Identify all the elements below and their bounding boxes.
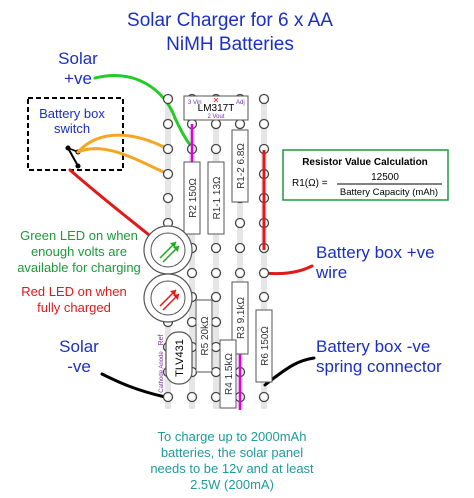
orange-wire-2 [76,147,170,176]
reg-pin-vout: 2 Vout [207,114,224,120]
svg-text:Ref: Ref [158,335,165,346]
orange-wire-1 [76,133,170,154]
switch-symbol [65,145,81,169]
solar-pos-label-2: +ve [64,69,92,88]
formula-lhs: R1(Ω) = [292,178,328,189]
reg-pin-vin: 3 Vin [188,100,202,106]
black-wire-solar-neg [100,372,167,399]
svg-text:R2 150Ω: R2 150Ω [188,178,199,218]
tlv431: TLV431 Ref Cathode Anode [158,331,193,393]
battery-pos-label-2: wire [315,263,347,282]
note-line-3: needs to be 12v and at least [150,461,314,476]
green-led-label-2: enough volts are [31,244,127,259]
svg-text:R4 1.5kΩ: R4 1.5kΩ [224,353,235,395]
battery-pos-label-1: Battery box +ve [316,243,435,262]
green-wire [93,74,193,148]
resistor-r1-2: R1-2 6.8Ω [231,129,249,203]
svg-text:R3 9.1kΩ: R3 9.1kΩ [236,297,247,339]
svg-text:TLV431: TLV431 [174,339,186,377]
resistor-r1-1: R1-1 13Ω [207,161,225,235]
green-led [143,225,193,275]
solar-pos-label-1: Solar [58,49,98,68]
formula-title: Resistor Value Calculation [302,157,428,168]
formula-box: Resistor Value Calculation R1(Ω) = 12500… [282,149,449,201]
green-led-label-1: Green LED on when [20,228,138,243]
resistor-r3: R3 9.1kΩ [231,281,249,355]
battery-switch-label-1: Battery box [39,106,105,121]
reg-pin-adj: Adj [236,100,245,106]
formula-denominator: Battery Capacity (mAh) [340,187,438,198]
red-led [143,273,193,323]
red-led-label-2: fully charged [37,300,111,315]
battery-neg-label-2: spring connector [316,357,442,376]
battery-switch-label-2: switch [54,121,90,136]
battery-neg-label-1: Battery box -ve [316,337,430,356]
title-line-1: Solar Charger for 6 x AA [127,10,333,31]
red-led-label-1: Red LED on when [21,284,127,299]
title-line-2: NiMH Batteries [166,34,294,55]
svg-text:R1-1 13Ω: R1-1 13Ω [212,176,223,220]
reg-cross: ✕ [213,96,220,105]
svg-text:Cathode Anode: Cathode Anode [159,351,165,393]
svg-text:R6 150Ω: R6 150Ω [260,326,271,366]
formula-numerator: 12500 [371,172,399,183]
note-line-4: 2.5W (200mA) [190,477,274,492]
note-line-1: To charge up to 2000mAh [158,429,307,444]
note-line-2: batteries, the solar panel [161,445,303,460]
solar-neg-label-1: Solar [59,337,99,356]
svg-text:R5 20kΩ: R5 20kΩ [200,316,211,356]
reg-label: LM317T [198,103,235,114]
resistor-r5: R5 20kΩ [195,299,213,373]
svg-text:R1-2 6.8Ω: R1-2 6.8Ω [236,143,247,189]
resistor-r2: R2 150Ω [183,161,201,235]
green-led-label-3: available for charging [17,260,141,275]
resistor-r6: R6 150Ω [255,309,273,383]
resistor-r4: R4 1.5kΩ [219,339,237,409]
regulator-lm317t: 3 Vin Adj LM317T 2 Vout ✕ [183,95,249,121]
solar-neg-label-2: -ve [67,357,91,376]
red-wire-battery [263,264,314,276]
